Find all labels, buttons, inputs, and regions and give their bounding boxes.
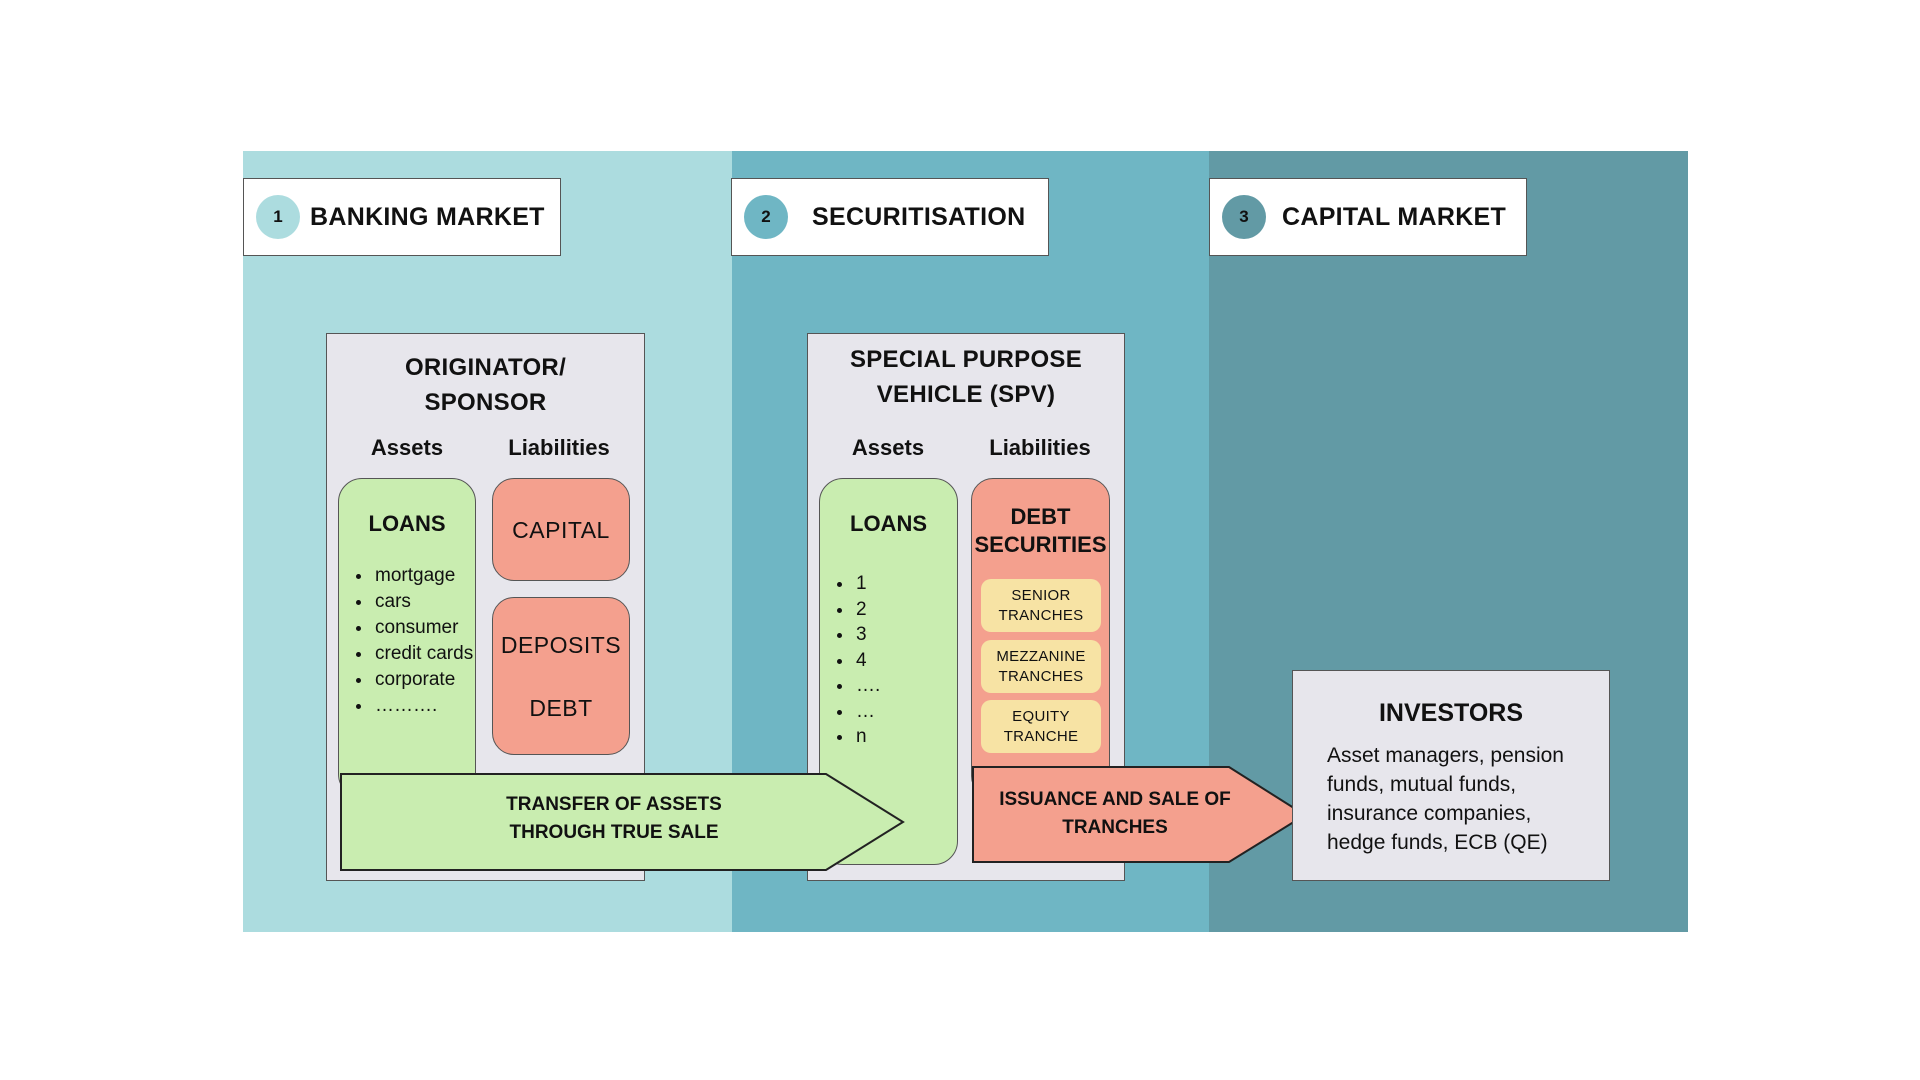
list-item: credit cards — [373, 641, 509, 667]
issuance-arrow-label: ISSUANCE AND SALE OF TRANCHES — [999, 789, 1231, 838]
capital-market-header: 3 CAPITAL MARKET — [1209, 178, 1527, 256]
securitisation-title: SECURITISATION — [812, 202, 1026, 231]
deposits-label: DEPOSITS — [500, 632, 622, 658]
transfer-arrow — [340, 773, 905, 871]
originator-title: ORIGINATOR/ SPONSOR — [404, 354, 567, 416]
originator-assets-label: Assets — [370, 435, 444, 460]
capital-market-title: CAPITAL MARKET — [1282, 202, 1507, 231]
banking-market-header: 1 BANKING MARKET — [243, 178, 561, 256]
list-item: n — [854, 724, 984, 750]
list-item: 1 — [854, 571, 984, 597]
list-item: ………. — [373, 693, 509, 719]
spv-loan-list: 1 2 3 4 …. … n — [820, 571, 984, 750]
investors-title: INVESTORS — [1378, 699, 1524, 727]
banking-market-title: BANKING MARKET — [310, 202, 545, 231]
step-1-badge: 1 — [256, 195, 300, 239]
step-3-badge: 3 — [1222, 195, 1266, 239]
list-item: 2 — [854, 597, 984, 623]
debt-label: DEBT — [529, 695, 593, 721]
spv-liabilities-label: Liabilities — [989, 435, 1091, 460]
originator-liabilities-label: Liabilities — [508, 435, 610, 460]
list-item: mortgage — [373, 563, 509, 589]
capital-card: CAPITAL — [492, 478, 630, 581]
list-item: consumer — [373, 615, 509, 641]
spv-assets-label: Assets — [851, 435, 925, 460]
originator-loans-card: LOANS mortgage cars consumer credit card… — [338, 478, 476, 798]
deposits-debt-card: DEPOSITS DEBT — [492, 597, 630, 755]
securitisation-header: 2 SECURITISATION — [731, 178, 1049, 256]
spv-loans-title: LOANS — [850, 511, 927, 536]
step-2-badge: 2 — [744, 195, 788, 239]
list-item: 3 — [854, 622, 984, 648]
originator-loan-list: mortgage cars consumer credit cards corp… — [339, 563, 509, 719]
issuance-arrow — [972, 766, 1307, 863]
originator-loans-title: LOANS — [368, 511, 446, 536]
debt-securities-title: DEBT SECURITIES — [974, 504, 1107, 557]
spv-loans-card: LOANS 1 2 3 4 …. … n — [819, 478, 958, 865]
spv-title: SPECIAL PURPOSE VEHICLE (SPV) — [849, 346, 1083, 408]
transfer-arrow-label: TRANSFER OF ASSETS THROUGH TRUE SALE — [506, 794, 722, 843]
list-item: cars — [373, 589, 509, 615]
list-item: …. — [854, 673, 984, 699]
investors-box: INVESTORS Asset managers, pension funds,… — [1292, 670, 1610, 881]
capital-label: CAPITAL — [512, 517, 610, 543]
investors-description: Asset managers, pension funds, mutual fu… — [1327, 744, 1564, 854]
list-item: … — [854, 699, 984, 725]
list-item: 4 — [854, 648, 984, 674]
list-item: corporate — [373, 667, 509, 693]
